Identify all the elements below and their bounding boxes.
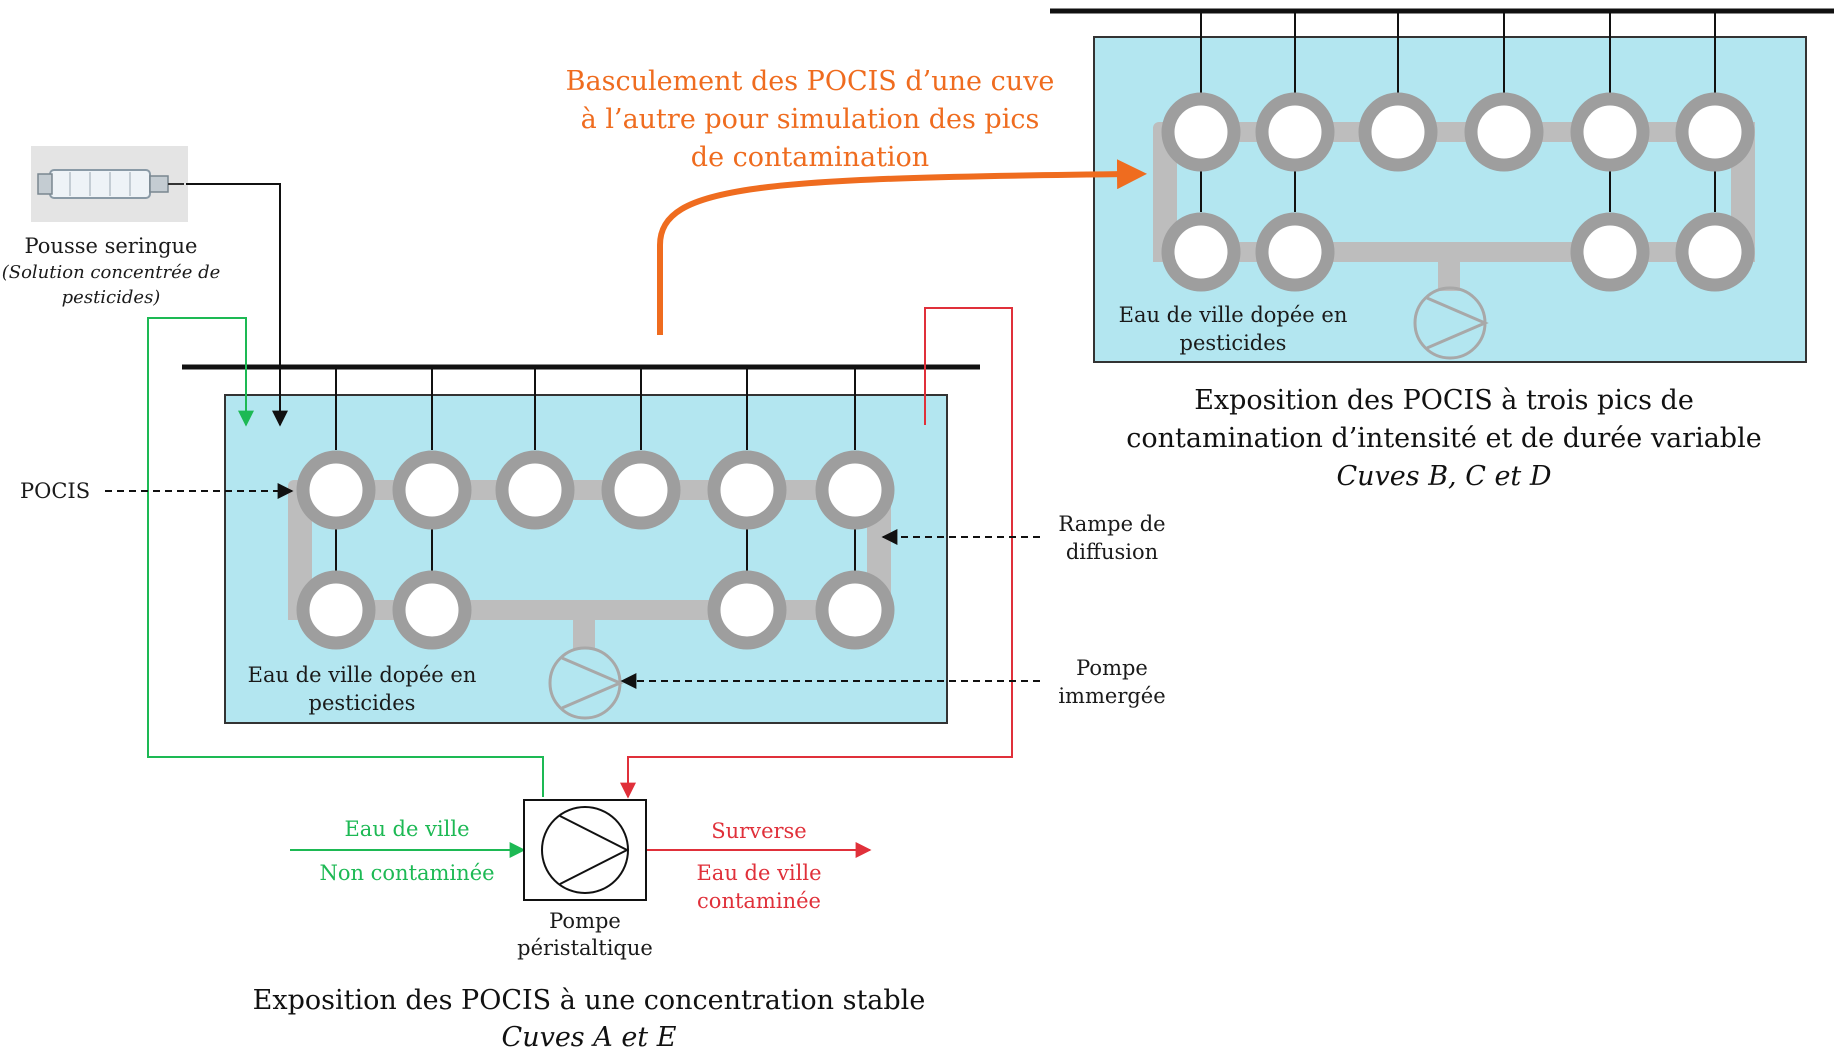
pocis-disc	[1358, 92, 1438, 172]
right-tank-lower-wires	[1200, 168, 1716, 212]
transfer-arrow	[657, 159, 1147, 335]
pocis-disc	[1255, 92, 1335, 172]
peristaltic-label-1: Pompe	[549, 909, 621, 933]
syringe-feed-line	[186, 183, 288, 427]
pocis-disc	[1464, 92, 1544, 172]
pocis-disc	[815, 570, 895, 650]
inlet-label-1: Eau de ville	[344, 817, 469, 841]
main-tank-water-label-1: Eau de ville dopée en	[248, 663, 477, 687]
pocis-disc	[707, 570, 787, 650]
main-caption-1: Exposition des POCIS à une concentration…	[253, 985, 926, 1016]
outlet-label-3: contaminée	[697, 889, 821, 913]
right-tank: Eau de ville dopée en pesticides	[1050, 8, 1834, 363]
ramp-callout-label-2: diffusion	[1066, 540, 1158, 564]
right-pocis-discs	[1161, 92, 1755, 292]
pocis-disc	[296, 450, 376, 530]
main-tank-lower-wires	[335, 528, 856, 572]
right-tank-water-label-2: pesticides	[1180, 331, 1287, 355]
pocis-callout-label: POCIS	[20, 479, 90, 503]
transfer-text-1: Basculement des POCIS d’une cuve	[566, 66, 1055, 97]
pocis-disc	[1255, 212, 1335, 292]
green-supply-line	[147, 317, 544, 797]
syringe-sublabel-1: (Solution concentrée de	[2, 262, 221, 283]
right-tank-wires	[1200, 11, 1716, 100]
pocis-disc	[1570, 92, 1650, 172]
syringe-icon	[31, 146, 188, 222]
red-overflow-line	[620, 307, 1013, 799]
inlet-label-2: Non contaminée	[319, 861, 494, 885]
peristaltic-pump-icon	[523, 799, 647, 901]
pocis-disc	[707, 450, 787, 530]
main-tank: Eau de ville dopée en pesticides	[182, 364, 980, 724]
pocis-disc	[601, 450, 681, 530]
syringe-label: Pousse seringue	[25, 234, 198, 258]
pump-callout-label-2: immergée	[1058, 684, 1165, 708]
submersible-pump-icon	[548, 646, 624, 720]
right-caption-3: Cuves B, C et D	[1336, 461, 1551, 492]
right-tank-water	[1093, 36, 1807, 363]
right-caption-1: Exposition des POCIS à trois pics de	[1194, 385, 1694, 416]
peristaltic-label-2: péristaltique	[517, 936, 653, 960]
pocis-disc	[495, 450, 575, 530]
pocis-disc	[1675, 92, 1755, 172]
pocis-disc	[1161, 92, 1241, 172]
pump-callout-label-1: Pompe	[1076, 656, 1148, 680]
ramp-callout-label-1: Rampe de	[1058, 512, 1165, 536]
main-tank-water-label-2: pesticides	[309, 691, 416, 715]
pocis-disc	[392, 450, 472, 530]
main-caption-2: Cuves A et E	[502, 1022, 677, 1053]
pocis-disc	[1161, 212, 1241, 292]
main-pocis-discs	[296, 450, 895, 650]
pocis-disc	[296, 570, 376, 650]
pocis-disc	[1570, 212, 1650, 292]
submersible-pump-icon	[1413, 286, 1489, 360]
pocis-disc	[815, 450, 895, 530]
pocis-disc	[392, 570, 472, 650]
pocis-disc	[1675, 212, 1755, 292]
right-tank-water-label-1: Eau de ville dopée en	[1119, 303, 1348, 327]
main-tank-wires	[335, 367, 856, 450]
outlet-label-1: Surverse	[711, 819, 806, 843]
transfer-text-3: de contamination	[691, 142, 929, 173]
transfer-text-2: à l’autre pour simulation des pics	[581, 104, 1040, 135]
syringe-sublabel-2: pesticides)	[62, 287, 161, 308]
right-caption-2: contamination d’intensité et de durée va…	[1126, 423, 1761, 454]
outlet-label-2: Eau de ville	[696, 861, 821, 885]
